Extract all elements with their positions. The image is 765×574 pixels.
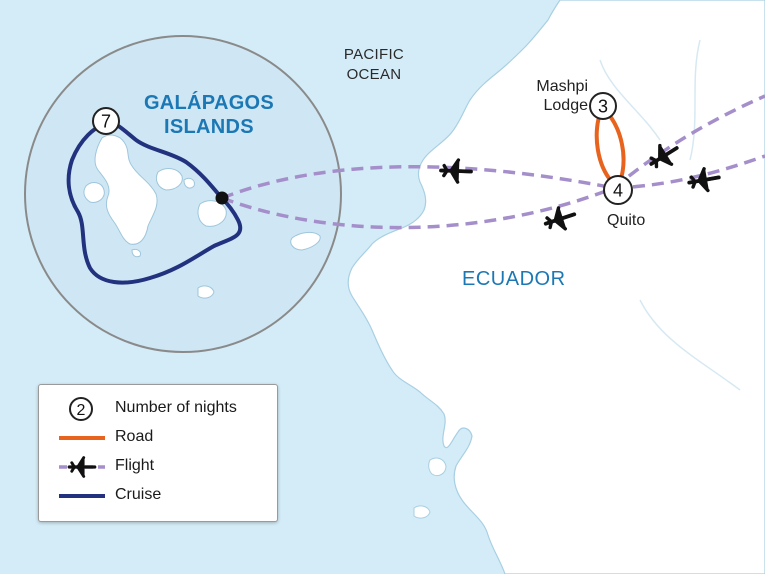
cruise-line-icon [59, 494, 105, 498]
legend-row-cruise: Cruise [39, 483, 277, 509]
cruise-route [66, 120, 243, 285]
country-label: ECUADOR [462, 268, 566, 290]
quito-label: Quito [607, 212, 646, 229]
legend: 2 Number of nights Road Flight Cruise [38, 384, 278, 522]
ocean-label-line2: OCEAN [346, 66, 402, 83]
small-island [183, 177, 195, 189]
road-line-icon [59, 436, 105, 440]
islands-label-line1: GALÁPAGOS [143, 92, 275, 114]
legend-nights-sample: 2 [77, 402, 86, 419]
quito-nights-marker: 4 [603, 175, 633, 205]
flight-route-return [221, 186, 615, 230]
mashpi-label-line1: Mashpi [536, 78, 588, 95]
ocean-label: PACIFIC OCEAN [332, 45, 416, 85]
river [599, 39, 741, 391]
quito-nights-value: 4 [613, 181, 623, 201]
santa-cruz-island [197, 200, 227, 227]
flight-line-icon [59, 455, 105, 479]
legend-cruise-label: Cruise [115, 486, 162, 503]
islands-label-line2: ISLANDS [164, 116, 254, 138]
legend-row-road: Road [39, 425, 277, 451]
legend-row-flight: Flight [39, 454, 277, 480]
legend-road-label: Road [115, 428, 154, 445]
legend-nights-label: Number of nights [115, 399, 237, 416]
mashpi-label: Mashpi Lodge [524, 77, 588, 115]
mashpi-label-line2: Lodge [543, 97, 589, 114]
port-dot-icon [215, 191, 229, 205]
nights-marker-icon: 2 [69, 397, 93, 421]
small-island [131, 249, 141, 258]
airplane-icon [67, 455, 97, 479]
legend-flight-label: Flight [115, 457, 155, 474]
san-cristobal-island [290, 231, 321, 251]
isabela-island [94, 134, 158, 245]
flight-route-out [221, 164, 615, 200]
santiago-island [155, 168, 183, 191]
coast-island [413, 505, 431, 519]
flight-route-international-1 [612, 94, 765, 190]
galapagos-nights-marker: 7 [92, 107, 120, 135]
islands-label: GALÁPAGOS ISLANDS [134, 91, 284, 139]
mainland [347, 0, 765, 574]
galapagos-inset [24, 35, 342, 353]
legend-row-nights: 2 Number of nights [39, 396, 277, 422]
ocean-label-line1: PACIFIC [343, 46, 405, 63]
coast-island [428, 457, 447, 477]
galapagos-nights-value: 7 [101, 112, 111, 132]
fernandina-island [83, 182, 105, 203]
mashpi-nights-marker: 3 [589, 92, 617, 120]
mashpi-nights-value: 3 [598, 97, 608, 117]
floreana-island [197, 285, 215, 299]
